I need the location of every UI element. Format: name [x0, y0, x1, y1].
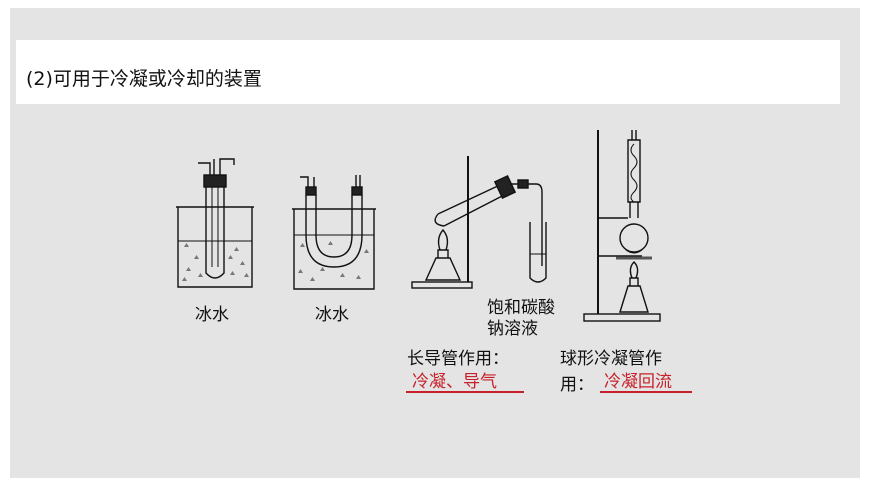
solution-label-line2: 钠溶液 — [487, 319, 538, 339]
u-tube-beaker-diagram — [176, 158, 254, 288]
title-bar — [16, 40, 840, 104]
ice-water-label-2: 冰水 — [315, 305, 349, 325]
bulb-condenser-answer-underline — [600, 391, 692, 393]
long-tube-function-answer: 冷凝、导气 — [412, 372, 497, 392]
long-tube-function-label: 长导管作用： — [407, 349, 509, 369]
bulb-condenser-function-answer: 冷凝回流 — [604, 372, 672, 392]
bulb-condenser-function-label-line1: 球形冷凝管作 — [560, 349, 662, 369]
slide-title: (2)可用于冷凝或冷却的装置 — [26, 68, 262, 90]
bulb-condenser-function-label-line2: 用： — [560, 375, 594, 395]
ice-water-label-1: 冰水 — [195, 305, 229, 325]
solution-label-line1: 饱和碳酸 — [487, 298, 555, 318]
u-shaped-tube-beaker-diagram — [292, 175, 376, 290]
long-tube-answer-underline — [406, 391, 524, 393]
bulb-condenser-apparatus-diagram — [583, 130, 661, 322]
esterification-apparatus-diagram — [411, 156, 547, 289]
